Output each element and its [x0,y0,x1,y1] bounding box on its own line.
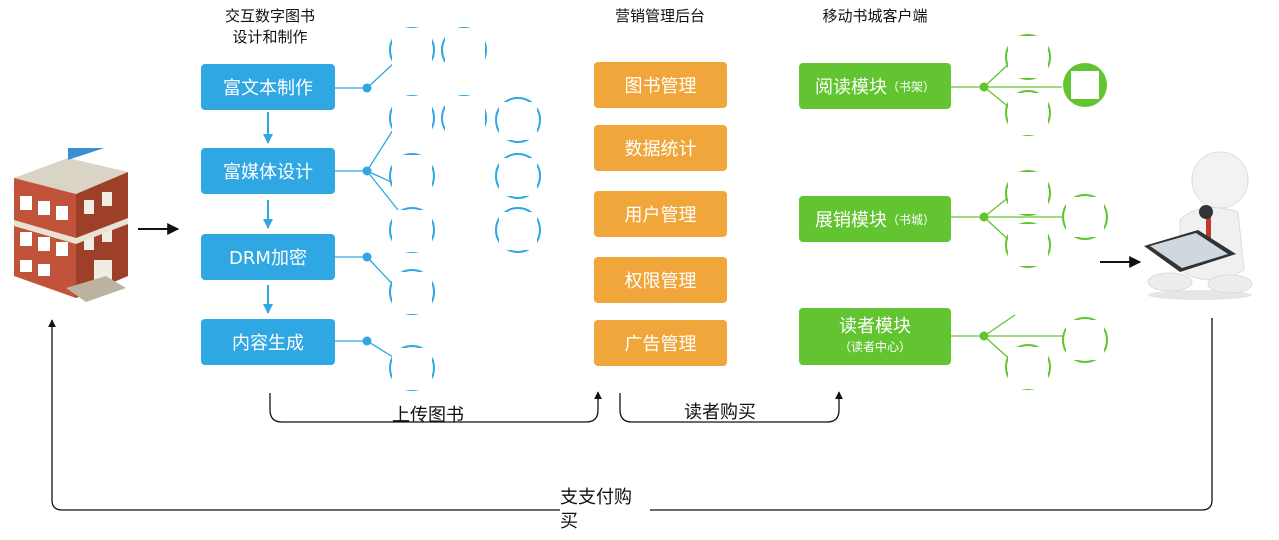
mobile-module-reader: 读者模块 （读者中心） [799,308,951,365]
module-name: 阅读模块 [814,77,887,98]
marketing-item-ads: 广告管理 [594,320,727,366]
module-name: 读者模块 [839,315,911,337]
marketing-item-stats: 数据统计 [594,125,727,171]
design-step-drm: DRM加密 [201,234,335,280]
design-header: 交互数字图书 设计和制作 [224,7,315,46]
marketing-item-books: 图书管理 [594,62,727,108]
module-name: 展销模块 [814,210,887,231]
marketing-header: 营销管理后台 [614,7,705,25]
reader-buy-label: 读者购买 [684,402,756,423]
module-note: （读者中心） [838,339,911,354]
mobile-module-store: 展销模块（书城） [799,196,951,242]
module-note: （书城） [886,212,935,227]
pay-label: 支支付购 买 [560,486,650,534]
marketing-item-permissions: 权限管理 [594,257,727,303]
bookstore-building-icon [14,148,128,302]
module-note: （书架） [886,79,935,94]
mobile-module-reading: 阅读模块（书架） [799,63,951,109]
mobile-header: 移动书城客户端 [822,7,928,25]
design-step-rich-text: 富文本制作 [201,64,335,110]
reader-with-tablet-icon [1144,151,1253,300]
upload-label: 上传图书 [392,405,464,426]
marketing-item-users: 用户管理 [594,191,727,237]
reader-buy-bracket [619,391,843,423]
design-step-content-gen: 内容生成 [201,319,335,365]
design-step-rich-media: 富媒体设计 [201,148,335,194]
upload-bracket [269,391,602,423]
